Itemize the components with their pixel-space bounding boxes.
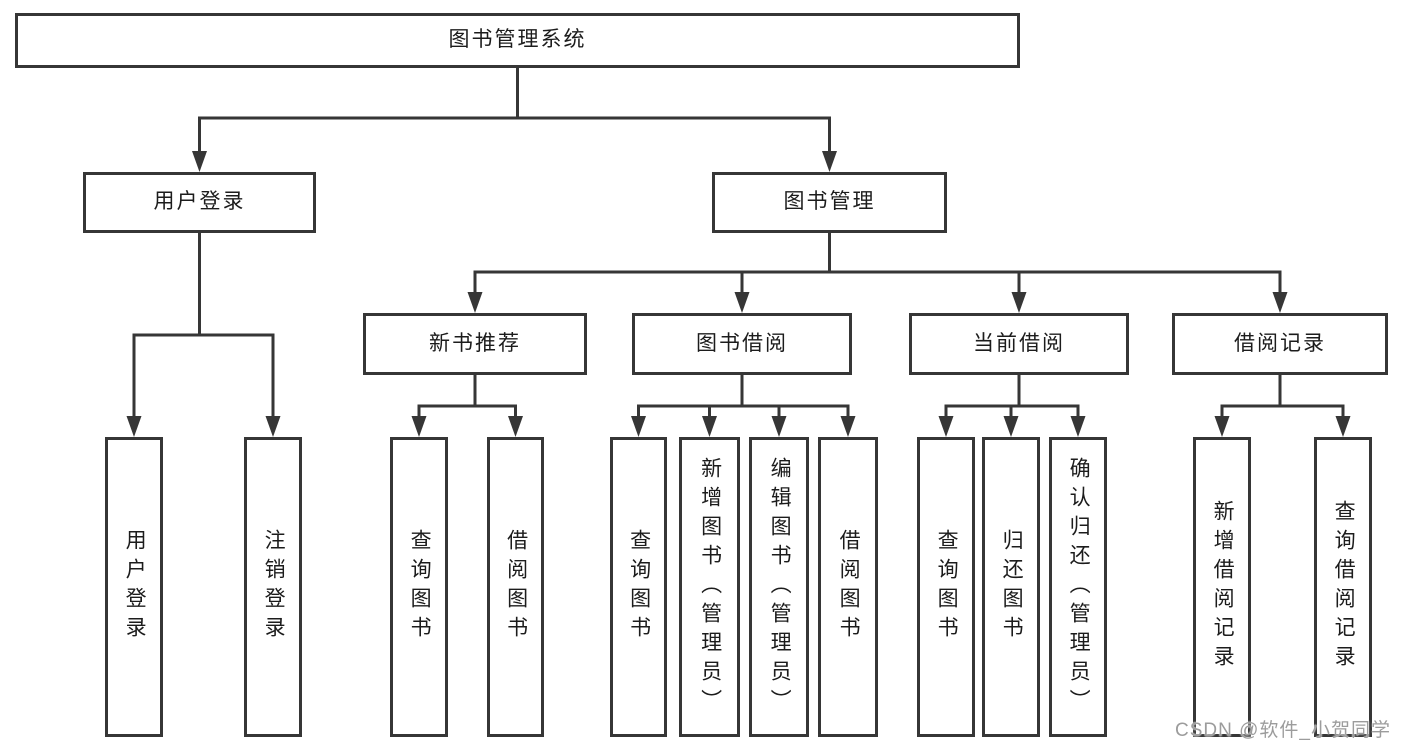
arrow-down-icon: [840, 416, 856, 437]
node-bb-add-books: 新增图书（管理员）: [679, 437, 740, 737]
node-label: 图书借阅: [696, 331, 788, 355]
arrow-down-icon: [1214, 416, 1230, 437]
arrow-down-icon: [702, 416, 717, 437]
node-br-query-record: 查询借阅记录: [1314, 437, 1372, 737]
arrow-down-icon: [734, 292, 750, 313]
node-label: 新增借阅记录: [1211, 500, 1235, 674]
node-label: 当前借阅: [973, 331, 1065, 355]
node-label: 新增图书（管理员）: [698, 456, 722, 718]
arrow-down-icon: [1070, 416, 1086, 437]
node-root: 图书管理系统: [15, 13, 1020, 68]
node-cb-query-books: 查询图书: [917, 437, 975, 737]
node-label: 借阅图书: [837, 529, 861, 645]
node-cb-return-books: 归还图书: [982, 437, 1040, 737]
arrow-down-icon: [192, 151, 207, 172]
node-label: 查询图书: [408, 529, 432, 645]
node-label: 图书管理系统: [448, 28, 587, 52]
arrow-down-icon: [126, 416, 142, 437]
arrow-down-icon: [631, 416, 646, 437]
node-bb-query-books: 查询图书: [610, 437, 667, 737]
node-bb-edit-books: 编辑图书（管理员）: [749, 437, 809, 737]
arrow-down-icon: [1335, 416, 1351, 437]
node-label: 归还图书: [1000, 529, 1024, 645]
node-label: 图书管理: [783, 190, 876, 214]
node-bb-borrow-books: 借阅图书: [818, 437, 878, 737]
node-label: 编辑图书（管理员）: [768, 456, 792, 718]
node-borrow-records: 借阅记录: [1172, 313, 1388, 375]
node-rec-query-books: 查询图书: [390, 437, 448, 737]
node-label: 新书推荐: [429, 331, 521, 355]
node-label: 确认归还（管理员）: [1067, 456, 1091, 718]
arrow-down-icon: [822, 151, 837, 172]
arrow-down-icon: [938, 416, 954, 437]
node-rec-borrow-books: 借阅图书: [487, 437, 544, 737]
arrow-down-icon: [1272, 292, 1288, 313]
node-new-book-recommend: 新书推荐: [363, 313, 587, 375]
arrow-down-icon: [1003, 416, 1019, 437]
node-label: 查询图书: [935, 529, 959, 645]
node-current-borrow: 当前借阅: [909, 313, 1129, 375]
node-br-add-record: 新增借阅记录: [1193, 437, 1251, 737]
node-label: 用户登录: [153, 190, 246, 214]
arrow-down-icon: [265, 416, 281, 437]
node-book-mgmt: 图书管理: [712, 172, 947, 233]
arrow-down-icon: [411, 416, 427, 437]
node-label: 查询借阅记录: [1332, 500, 1356, 674]
arrow-down-icon: [771, 416, 787, 437]
watermark: CSDN @软件_小贺同学: [1175, 720, 1391, 741]
node-login-action: 用户登录: [105, 437, 163, 737]
arrow-down-icon: [467, 292, 483, 313]
node-label: 用户登录: [123, 529, 147, 645]
node-user-login: 用户登录: [83, 172, 316, 233]
node-label: 注销登录: [262, 529, 286, 645]
node-logout-action: 注销登录: [244, 437, 302, 737]
node-label: 借阅图书: [504, 529, 528, 645]
node-label: 查询图书: [627, 529, 651, 645]
node-book-borrow: 图书借阅: [632, 313, 852, 375]
node-label: 借阅记录: [1234, 331, 1326, 355]
node-cb-confirm-return: 确认归还（管理员）: [1049, 437, 1107, 737]
arrow-down-icon: [1011, 292, 1027, 313]
arrow-down-icon: [508, 416, 523, 437]
